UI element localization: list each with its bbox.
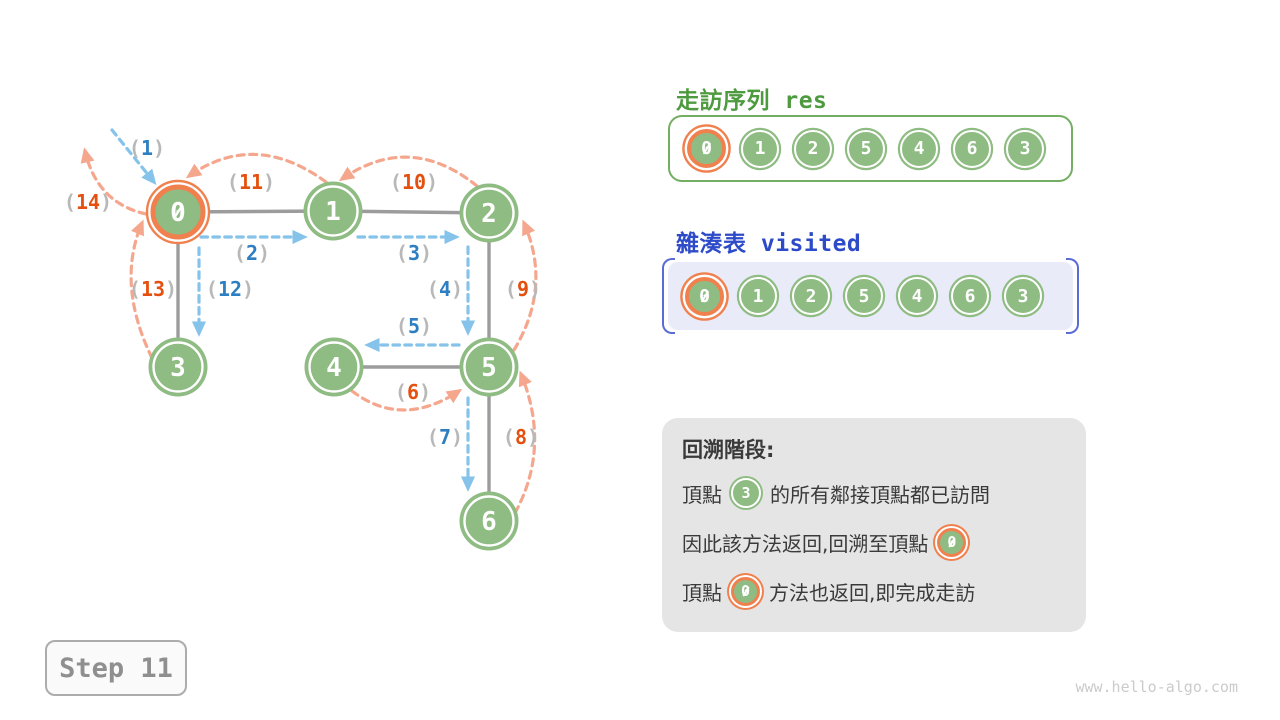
node-body — [459, 491, 519, 551]
visited-node-item-6: 6 — [951, 277, 989, 315]
inline-vertex-3: 3 — [731, 478, 761, 508]
visited-node-item-2: 2 — [792, 277, 830, 315]
visited-node-item-4: 4 — [898, 277, 936, 315]
res-node-item-value: 4 — [913, 138, 925, 159]
res-node-item-0: 0 — [687, 129, 726, 168]
traversal-arrow-step-1 — [110, 128, 157, 185]
arrow-step-label-14: (14) — [64, 190, 112, 214]
graph-node-5: 5 — [459, 337, 519, 397]
res-node-item-3: 3 — [1006, 129, 1044, 168]
arrow-step-label-3: (3) — [396, 241, 432, 265]
node-body — [303, 181, 363, 241]
node-inner-ring — [463, 341, 515, 393]
res-node-item-value: 5 — [860, 138, 872, 159]
inline-vertex-0: 0 — [731, 576, 760, 606]
node-inner-ring — [152, 341, 204, 393]
node-value: 3 — [170, 353, 186, 383]
info-line-1: 頂點 3 的所有鄰接頂點都已訪問 — [682, 473, 1066, 513]
traversal-arrow-step-13 — [129, 219, 154, 360]
info-text: 頂點 — [682, 482, 722, 507]
graph-node-0: 0 — [145, 179, 211, 245]
info-line-2: 因此該方法返回,回溯至頂點 0 — [682, 522, 1066, 562]
traversal-arrow-step-10 — [338, 155, 479, 188]
arrow-step-label-1: (1) — [129, 136, 165, 160]
bracket-left-icon — [662, 258, 675, 334]
res-node-item-6: 6 — [953, 129, 991, 168]
visited-node-item-value: 5 — [858, 285, 870, 307]
arrow-step-label-10: (10) — [390, 170, 438, 194]
arrow-step-label-9: (9) — [505, 277, 541, 301]
node-inner-ring — [463, 187, 515, 239]
visited-node-item-value: 1 — [752, 285, 764, 307]
arrow-step-label-6: (6) — [395, 380, 431, 404]
visited-node-item-value: 6 — [964, 285, 976, 307]
info-line-3: 頂點 0 方法也返回,即完成走訪 — [682, 571, 1066, 611]
res-node-item-4: 4 — [900, 129, 938, 168]
arrow-step-label-13: (13) — [129, 277, 177, 301]
traversal-arrow-step-8 — [513, 370, 537, 515]
node-value: 5 — [481, 353, 497, 383]
info-text: 的所有鄰接頂點都已訪問 — [770, 482, 990, 507]
visited-table-container: 0 1 2 5 4 6 3 — [662, 258, 1079, 334]
arrow-step-label-4: (4) — [427, 277, 463, 301]
arrow-step-label-11: (11) — [227, 170, 275, 194]
traversal-arrow-step-6 — [350, 388, 463, 412]
step-badge: Step 11 — [45, 640, 187, 696]
node-body — [148, 337, 208, 397]
info-box-title: 回溯階段: — [682, 438, 775, 462]
traversal-arrow-step-9 — [512, 219, 538, 352]
inline-vertex-value: 3 — [741, 484, 751, 502]
visited-node-item-0: 0 — [685, 276, 724, 316]
node-inner-ring — [463, 495, 515, 547]
visited-node-item-5: 5 — [845, 277, 883, 315]
node-value: 1 — [325, 197, 341, 227]
visited-node-item-3: 3 — [1004, 277, 1042, 315]
info-text: 因此該方法返回,回溯至頂點 — [682, 531, 929, 556]
res-node-item-5: 5 — [847, 129, 885, 168]
node-body — [304, 337, 364, 397]
res-node-item-value: 2 — [807, 138, 819, 159]
node-value: 2 — [481, 199, 497, 229]
node-body — [459, 183, 519, 243]
bracket-right-icon — [1066, 258, 1079, 334]
graph-node-2: 2 — [459, 183, 519, 243]
visited-node-item-value: 4 — [911, 285, 923, 307]
res-sequence-title: 走訪序列 res — [676, 88, 828, 115]
node-inner-ring — [308, 341, 360, 393]
res-sequence-container: 0 1 2 5 4 6 3 — [668, 115, 1073, 182]
traversal-arrow-step-11 — [185, 152, 328, 184]
visited-node-item-value: 2 — [805, 285, 817, 307]
res-node-item-value: 6 — [966, 138, 978, 159]
res-node-item-2: 2 — [794, 129, 832, 168]
arrow-step-label-7: (7) — [427, 425, 463, 449]
node-value: 6 — [481, 507, 497, 537]
graph-node-6: 6 — [459, 491, 519, 551]
visited-node-item-value: 3 — [1017, 285, 1029, 307]
visited-table-title: 雜湊表 visited — [676, 231, 862, 258]
node-body — [459, 337, 519, 397]
arrow-step-label-8: (8) — [503, 425, 539, 449]
arrow-step-label-5: (5) — [396, 314, 432, 338]
visited-node-item-1: 1 — [739, 277, 777, 315]
graph-node-1: 1 — [303, 181, 363, 241]
inline-vertex-0: 0 — [937, 527, 967, 557]
node-inner-ring — [307, 185, 359, 237]
zero-slash — [172, 204, 184, 220]
info-text: 方法也返回,即完成走訪 — [769, 580, 976, 605]
traversal-arrow-step-14 — [80, 147, 148, 216]
graph-node-4: 4 — [304, 337, 364, 397]
res-node-item-value: 3 — [1019, 138, 1031, 159]
watermark: www.hello-algo.com — [1075, 678, 1238, 696]
info-text: 頂點 — [682, 580, 722, 605]
graph-diagram: 0 1 2 3 4 5 6 (1) (2) (3) (4) (5) (6) (7) (8) (9) (10) (… — [64, 128, 541, 551]
arrow-step-label-2: (2) — [234, 241, 270, 265]
graph-node-3: 3 — [148, 337, 208, 397]
node-value: 4 — [326, 353, 342, 383]
res-node-item-value: 1 — [754, 138, 766, 159]
res-node-item-1: 1 — [741, 129, 779, 168]
arrow-step-label-12: (12) — [206, 277, 254, 301]
